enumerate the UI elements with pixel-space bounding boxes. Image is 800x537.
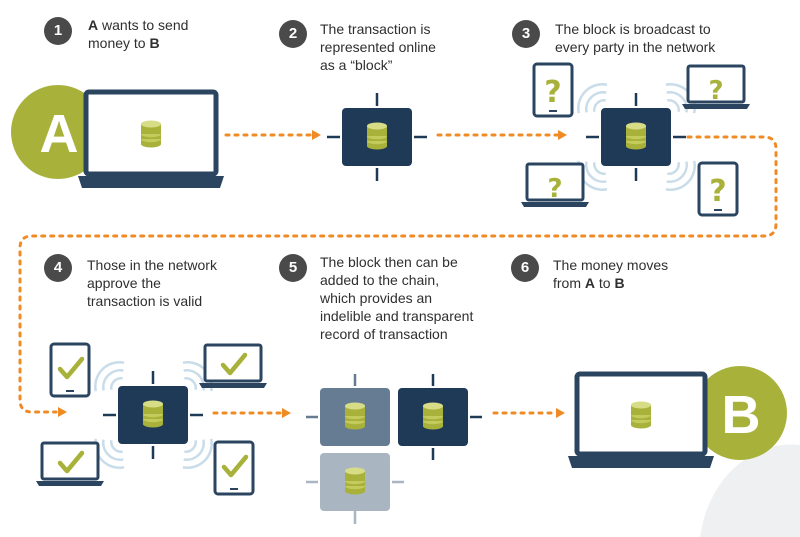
flow-arrow-2	[436, 130, 567, 140]
laptop-b-icon	[568, 371, 714, 468]
step-1-caption: A wants to send money to B	[88, 17, 189, 51]
step-3-number: 3	[512, 20, 540, 48]
broadcast-block-icon	[569, 75, 704, 199]
party-b-letter: B	[721, 385, 761, 445]
step-2-caption: The transaction is represented online as…	[320, 21, 436, 73]
step-1-number: 1	[44, 17, 72, 45]
step-4-caption: Those in the network approve the transac…	[87, 257, 217, 309]
flow-arrow-4	[212, 408, 291, 418]
tablet-question-icon: ?	[532, 62, 574, 118]
tablet-check-icon	[213, 440, 255, 496]
chain-block-slate	[306, 374, 390, 446]
party-a-badge	[11, 85, 105, 179]
step-2-number: 2	[279, 20, 307, 48]
tablet-question-icon: ?	[697, 161, 739, 217]
laptop-check-icon	[197, 343, 269, 390]
party-b-badge	[693, 366, 787, 460]
block-icon	[327, 93, 427, 181]
flow-arrow-5	[492, 408, 565, 418]
step-4-number: 4	[44, 254, 72, 282]
chain-block-light	[306, 453, 404, 524]
svg-text:?: ?	[708, 76, 723, 106]
flow-connector	[18, 135, 778, 417]
step-3-caption: The block is broadcast to every party in…	[555, 21, 716, 55]
flow-arrow-1	[224, 130, 321, 140]
laptop-question-icon: ?	[680, 64, 752, 111]
laptop-a-icon	[78, 89, 224, 188]
laptop-check-icon	[34, 441, 106, 488]
svg-text:?: ?	[709, 174, 726, 209]
tablet-check-icon	[49, 342, 91, 398]
approve-block-icon	[86, 353, 221, 477]
svg-text:?: ?	[544, 75, 561, 110]
svg-text:?: ?	[547, 174, 562, 204]
party-a-letter: A	[39, 104, 79, 164]
step-6-caption: The money moves from A to B	[553, 257, 669, 291]
background-swirl	[700, 444, 800, 537]
step-6-number: 6	[511, 254, 539, 282]
chain-block-navy	[398, 374, 482, 460]
laptop-question-icon: ?	[519, 162, 591, 209]
step-5-caption: The block then can be added to the chain…	[320, 254, 474, 342]
step-5-number: 5	[279, 254, 307, 282]
